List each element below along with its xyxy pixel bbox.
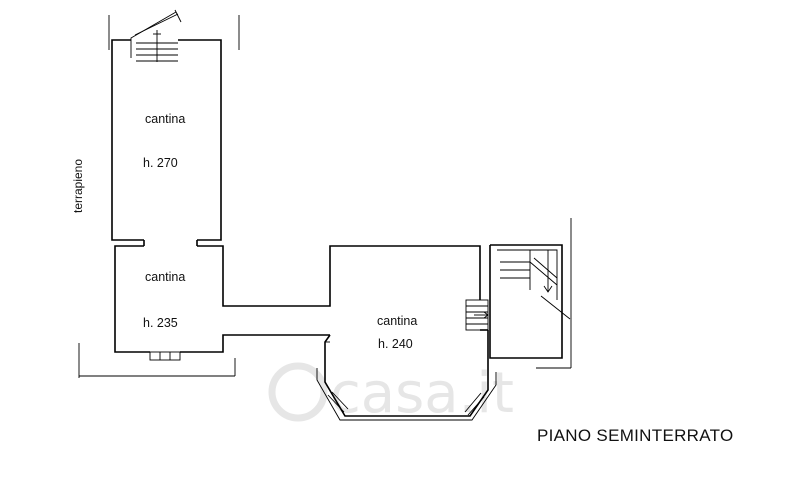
room-cantina-upper [111,39,222,246]
bay-windows [327,391,485,416]
room-name-lower-left: cantina [145,270,185,284]
context-lines [78,15,572,378]
terrapieno-label: terrapieno [71,159,85,213]
window-bottom-left [149,351,181,361]
room-height-lower-left: h. 235 [143,316,178,330]
plan-title: PIANO SEMINTERRATO [537,426,734,445]
stairs-top [130,9,182,62]
room-cantina-lower-left [114,245,481,353]
room-height-upper: h. 270 [143,156,178,170]
watermark: casa.it [268,361,514,426]
room-height-center: h. 240 [378,337,413,351]
stairs-small [465,299,489,331]
room-name-center: cantina [377,314,417,328]
room-stairwell-right [489,244,571,359]
room-name-upper: cantina [145,112,185,126]
watermark-text: casa.it [330,361,514,426]
